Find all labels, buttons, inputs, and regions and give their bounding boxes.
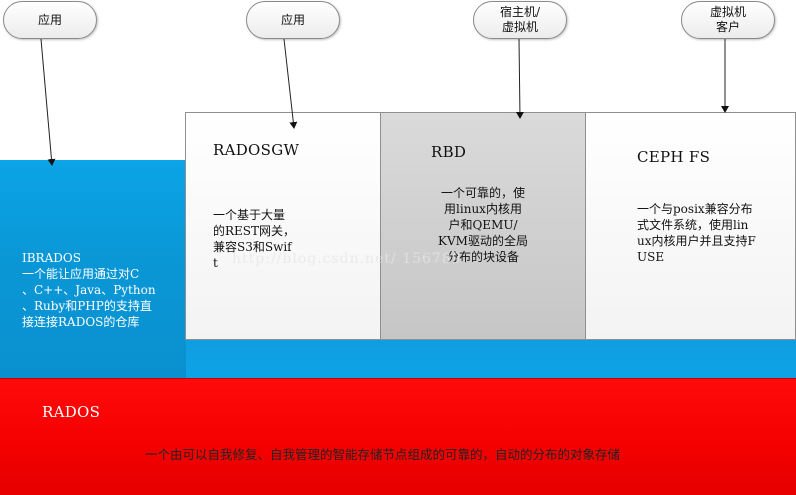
librados-layer-strip bbox=[186, 340, 796, 378]
rados-title: RADOS bbox=[42, 403, 101, 421]
bubble-label: 应用 bbox=[37, 12, 62, 27]
rados-layer bbox=[0, 378, 796, 495]
bubble-label: 应用 bbox=[280, 12, 305, 27]
vm-client-bubble: 虚拟机 客户 bbox=[681, 1, 775, 39]
radosgw-line: 兼容S3和Swif bbox=[213, 240, 292, 254]
arrow-app-to-librados bbox=[40, 38, 56, 166]
librados-description: IBRADOS 一个能让应用通过对C 、C++、Java、Python 、Rub… bbox=[22, 250, 156, 330]
radosgw-line: t bbox=[213, 256, 218, 270]
app-bubble-left: 应用 bbox=[3, 1, 97, 39]
rbd-line: 一个可靠的，使 bbox=[440, 186, 525, 200]
rbd-box: RBD 一个可靠的，使 用linux内核用 户和QEMU/ KVM驱动的全局 分… bbox=[380, 112, 586, 340]
rbd-line: KVM驱动的全局 bbox=[438, 234, 528, 248]
rbd-line: 用linux内核用 bbox=[444, 202, 522, 216]
cephfs-title: CEPH FS bbox=[637, 148, 711, 166]
cephfs-line: USE bbox=[637, 250, 665, 264]
app-bubble-right: 应用 bbox=[246, 1, 340, 39]
radosgw-line: 一个基于大量 bbox=[213, 208, 286, 222]
radosgw-line: 的REST网关， bbox=[213, 224, 296, 238]
radosgw-title: RADOSGW bbox=[213, 141, 300, 159]
librados-line: 、C++、Java、Python bbox=[22, 283, 156, 297]
rbd-description: 一个可靠的，使 用linux内核用 户和QEMU/ KVM驱动的全局 分布的块设… bbox=[381, 185, 585, 265]
arrow-app-to-radosgw bbox=[283, 38, 298, 129]
arrow-host-to-rbd bbox=[515, 38, 524, 119]
rbd-line: 分布的块设备 bbox=[446, 250, 519, 264]
rbd-line: 户和QEMU/ bbox=[448, 218, 518, 232]
librados-line: 、Ruby和PHP的支持直 bbox=[22, 299, 152, 313]
host-vm-bubble: 宿主机/ 虚拟机 bbox=[473, 1, 567, 39]
librados-line: 一个能让应用通过对C bbox=[22, 267, 140, 281]
bubble-label: 宿主机/ bbox=[499, 5, 541, 19]
radosgw-box: RADOSGW 一个基于大量 的REST网关， 兼容S3和Swif t bbox=[185, 112, 381, 340]
bubble-label: 客户 bbox=[715, 20, 740, 34]
cephfs-description: 一个与posix兼容分布 式文件系统，使用lin ux内核用户并且支持F USE bbox=[637, 201, 756, 265]
librados-line: 接连接RADOS的仓库 bbox=[22, 315, 140, 329]
rados-description: 一个由可以自我修复、自我管理的智能存储节点组成的可靠的，自动的分布的对象存储 bbox=[145, 447, 621, 462]
bubble-label: 虚拟机 bbox=[501, 20, 538, 34]
cephfs-line: 式文件系统，使用lin bbox=[637, 218, 749, 232]
cephfs-line: 一个与posix兼容分布 bbox=[637, 202, 753, 216]
cephfs-line: ux内核用户并且支持F bbox=[637, 234, 756, 248]
librados-line: IBRADOS bbox=[22, 251, 81, 265]
watermark: http://blog.csdn.net/ 156789 bbox=[232, 251, 462, 267]
bubble-label: 虚拟机 bbox=[709, 5, 746, 19]
rbd-title: RBD bbox=[431, 143, 467, 161]
radosgw-description: 一个基于大量 的REST网关， 兼容S3和Swif t bbox=[213, 207, 295, 271]
